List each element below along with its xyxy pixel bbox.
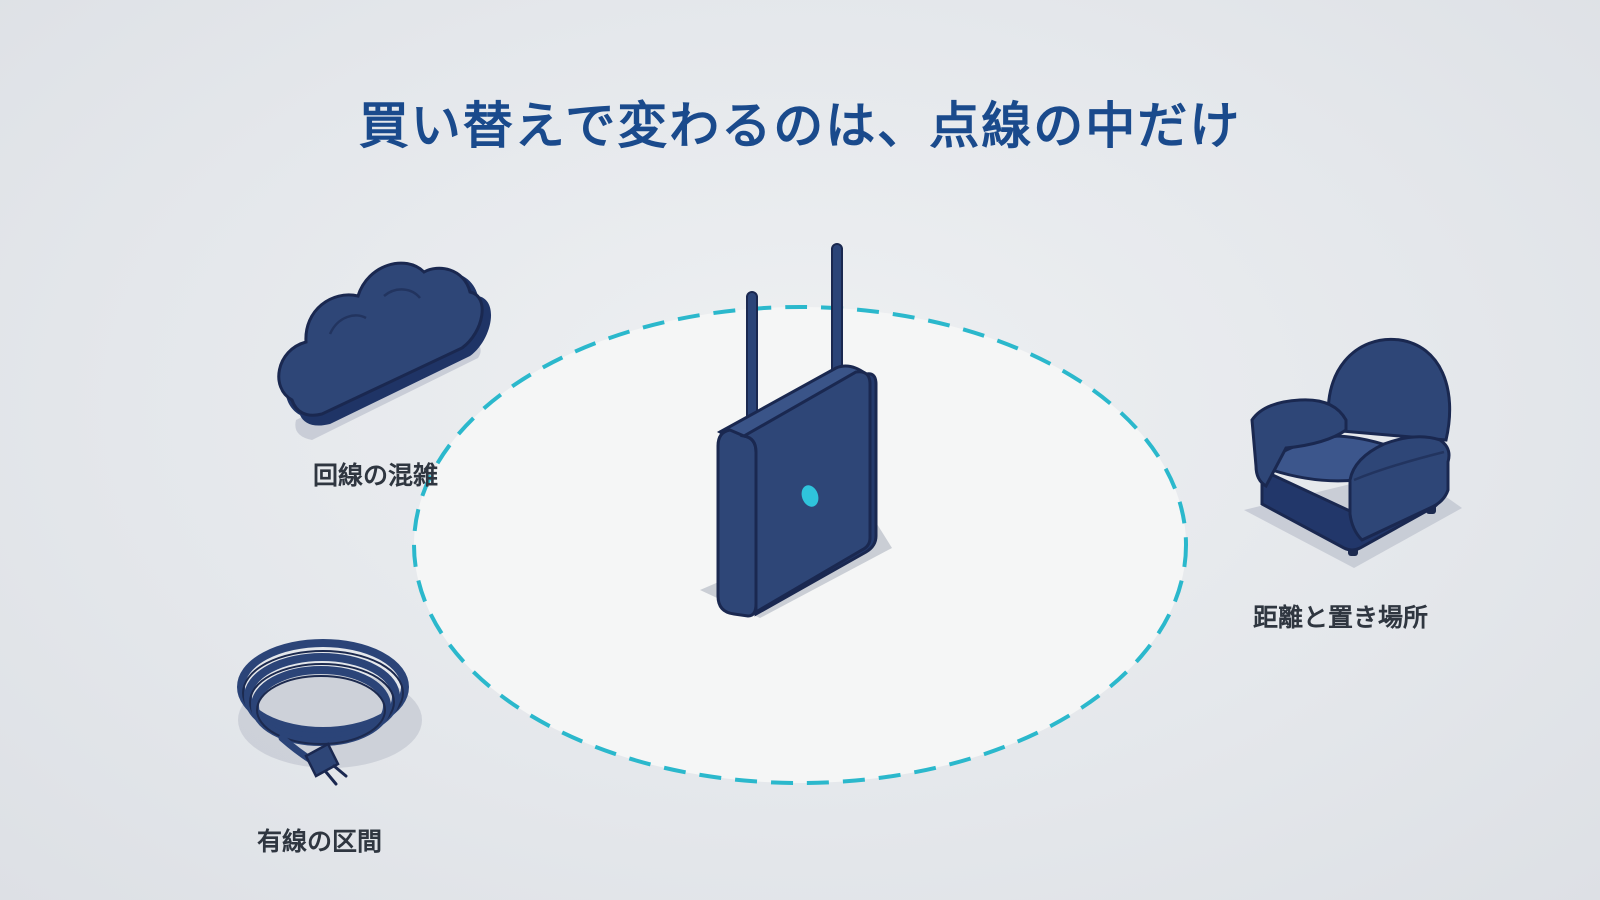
coiled-cable-icon xyxy=(237,639,422,786)
plug-icon xyxy=(304,742,348,786)
label-congestion: 回線の混雑 xyxy=(313,461,439,490)
wifi-router-icon xyxy=(700,243,892,618)
label-distance-placement: 距離と置き場所 xyxy=(1253,603,1429,632)
status-led-icon xyxy=(801,485,819,507)
label-wired-section: 有線の区間 xyxy=(257,827,383,856)
armchair-icon xyxy=(1244,337,1462,568)
cloud-icon xyxy=(277,261,492,440)
dashed-boundary xyxy=(412,305,1188,785)
page-title: 買い替えで変わるのは、点線の中だけ xyxy=(358,96,1242,155)
